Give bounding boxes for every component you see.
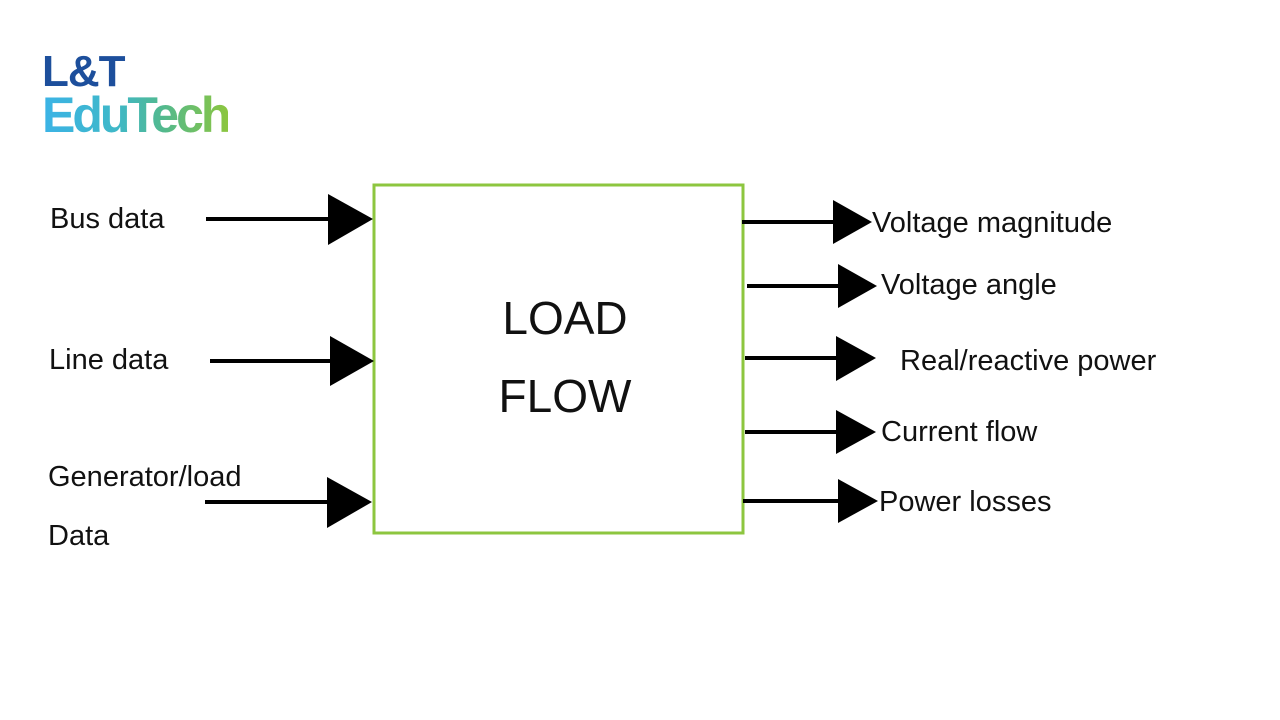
input-label-data: Data	[48, 520, 110, 552]
logo-line-1: L&T	[42, 47, 126, 96]
output-arrow-power-losses	[743, 479, 878, 523]
input-label-generator-load: Generator/load	[48, 461, 241, 493]
input-arrow-generator-load-data	[205, 477, 372, 528]
block-label-line-1: LOAD	[502, 292, 627, 344]
input-arrow-line-data	[210, 336, 374, 386]
lt-edutech-logo: L&T EduTech	[42, 47, 231, 143]
output-label-voltage-angle: Voltage angle	[881, 269, 1057, 301]
input-arrow-bus-data	[206, 194, 373, 245]
load-flow-block	[372, 183, 745, 535]
block-label-line-2: FLOW	[499, 370, 632, 422]
output-arrow-voltage-angle	[747, 264, 877, 308]
output-arrow-voltage-magnitude	[742, 200, 872, 244]
input-label-line-data: Line data	[49, 344, 169, 376]
output-arrow-current-flow	[745, 410, 876, 454]
output-label-voltage-magnitude: Voltage magnitude	[872, 207, 1112, 239]
input-label-bus-data: Bus data	[50, 203, 165, 235]
output-label-power-losses: Power losses	[879, 486, 1051, 518]
output-label-real-reactive-power: Real/reactive power	[900, 345, 1157, 377]
output-arrow-real-reactive-power	[745, 336, 876, 381]
output-label-current-flow: Current flow	[881, 416, 1038, 448]
logo-line-2: EduTech	[42, 87, 231, 143]
